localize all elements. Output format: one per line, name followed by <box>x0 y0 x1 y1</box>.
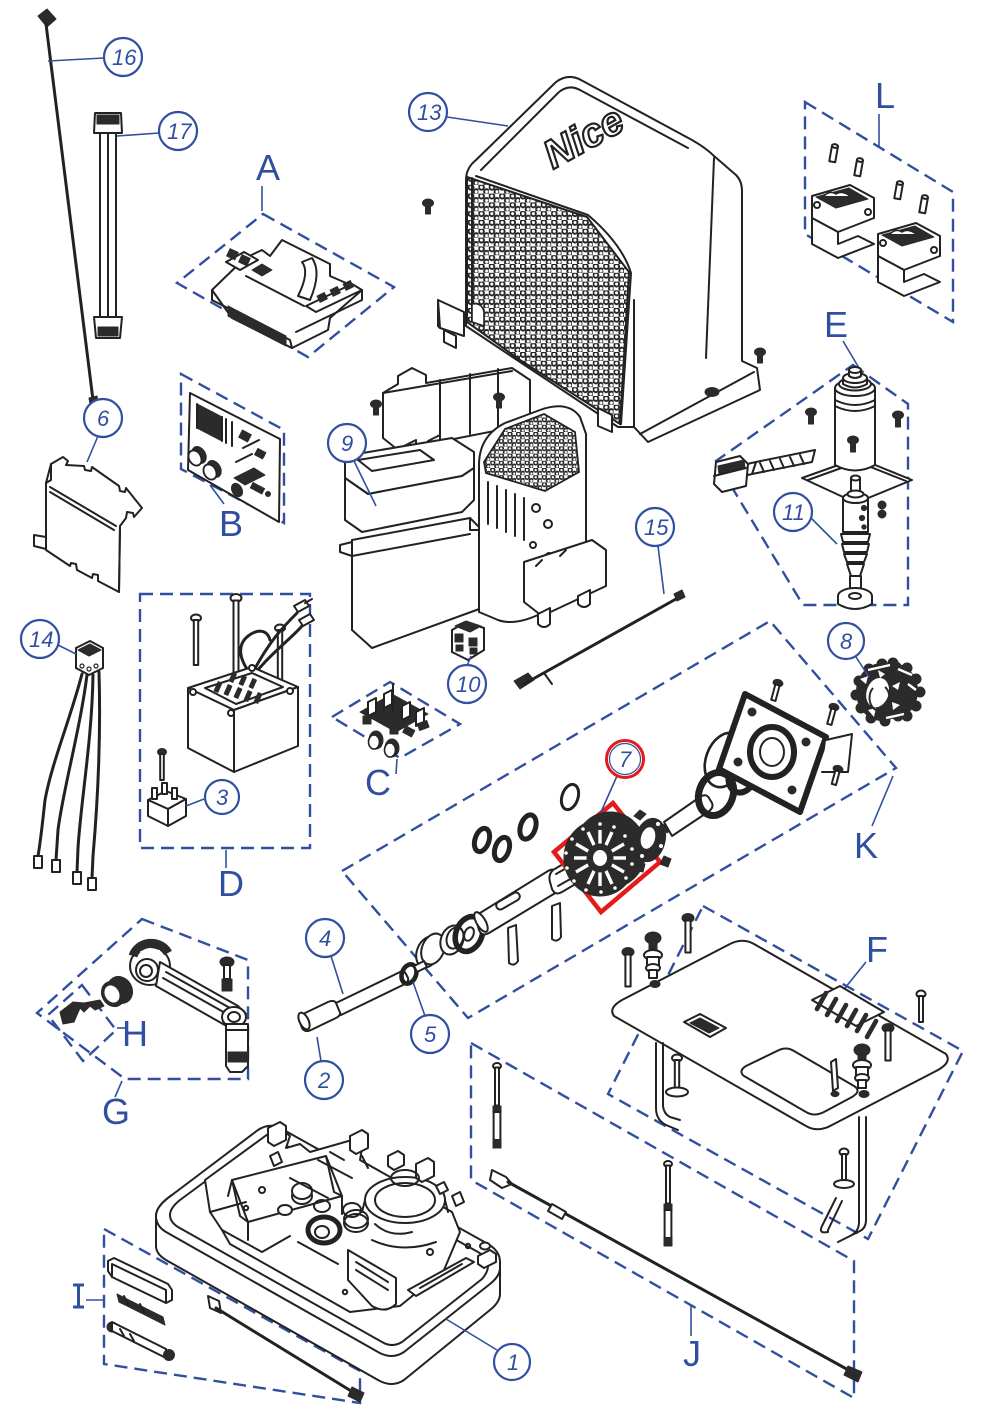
svg-text:3: 3 <box>216 785 229 810</box>
svg-text:1: 1 <box>507 1350 519 1375</box>
svg-text:8: 8 <box>840 629 853 654</box>
svg-text:F: F <box>866 929 888 970</box>
svg-text:17: 17 <box>167 119 192 144</box>
svg-text:A: A <box>256 147 280 188</box>
svg-text:G: G <box>102 1091 130 1132</box>
svg-text:10: 10 <box>456 672 481 697</box>
svg-text:B: B <box>219 503 243 544</box>
svg-text:14: 14 <box>29 627 53 652</box>
svg-text:6: 6 <box>97 406 110 431</box>
svg-text:15: 15 <box>644 515 669 540</box>
svg-text:11: 11 <box>782 500 805 525</box>
svg-text:9: 9 <box>341 431 353 456</box>
svg-text:4: 4 <box>319 926 331 951</box>
svg-text:K: K <box>854 825 878 866</box>
svg-text:16: 16 <box>112 45 137 70</box>
svg-text:5: 5 <box>424 1022 437 1047</box>
svg-text:J: J <box>683 1333 701 1374</box>
svg-text:7: 7 <box>619 747 632 772</box>
svg-text:E: E <box>824 304 848 345</box>
svg-text:C: C <box>365 762 391 803</box>
svg-text:2: 2 <box>317 1068 330 1093</box>
svg-text:L: L <box>875 75 895 116</box>
svg-text:13: 13 <box>417 100 442 125</box>
svg-text:H: H <box>122 1013 148 1054</box>
svg-text:D: D <box>218 863 244 904</box>
